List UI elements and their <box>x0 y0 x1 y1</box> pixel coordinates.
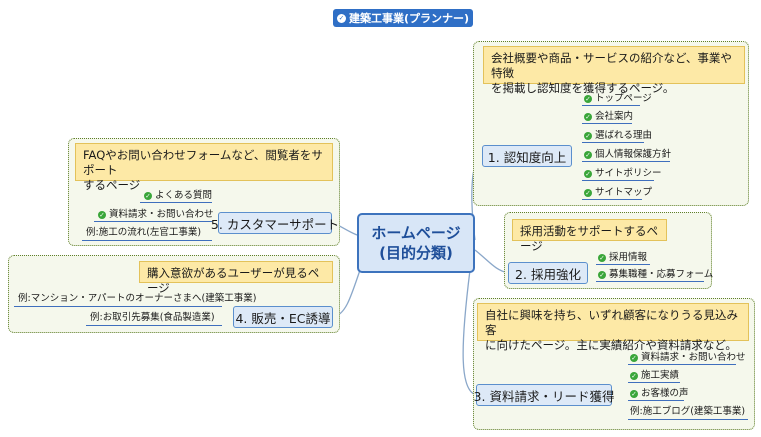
leaf-privacy[interactable]: ✓個人情報保護方針 <box>584 148 671 161</box>
leaf-underline <box>86 325 222 326</box>
note-sales-line1: 購入意欲があるユーザーが見るページ <box>147 266 320 295</box>
central-topic-line1: ホームページ <box>371 224 461 242</box>
note-awareness-line1: 会社概要や商品・サービスの紹介など、事業や特徴 <box>491 51 732 80</box>
leaf-label: 採用情報 <box>609 252 648 263</box>
map-title-text: 建築工事業(プランナー) <box>348 12 470 25</box>
check-circle-icon: ✓ <box>598 253 606 262</box>
leaf-underline <box>94 221 212 222</box>
note-leads-line2: に向けたページ。主に実績紹介や資料請求など。 <box>485 338 737 352</box>
central-topic-line2: (目的分類) <box>379 244 453 262</box>
leaf-label: 資料請求・お問い合わせ <box>109 209 214 220</box>
leaf-underline <box>596 264 650 265</box>
topic-leads-label: 3. 資料請求・リード獲得 <box>473 388 615 404</box>
leaf-label: 選ばれる理由 <box>595 130 653 141</box>
check-circle-icon: ✓ <box>144 191 152 200</box>
leaf-underline <box>582 180 654 181</box>
leaf-leads-example[interactable]: 例:施工ブログ(建築工事業) <box>630 405 745 418</box>
leaf-leads-inquiry[interactable]: ✓資料請求・お問い合わせ <box>630 351 746 364</box>
topic-sales-label: 4. 販売・EC誘導 <box>235 310 331 326</box>
leaf-label: 資料請求・お問い合わせ <box>641 352 746 363</box>
note-leads: 自社に興味を持ち、いずれ顧客になりうる見込み客 に向けたページ。主に実績紹介や資… <box>477 303 749 352</box>
check-circle-icon: ✓ <box>98 210 106 219</box>
topic-recruit[interactable]: 2. 採用強化 <box>508 262 588 284</box>
topic-recruit-label: 2. 採用強化 <box>515 266 581 282</box>
central-topic[interactable]: ホームページ (目的分類) <box>357 213 475 273</box>
note-leads-line1: 自社に興味を持ち、いずれ顧客になりうる見込み客 <box>485 308 738 337</box>
leaf-label: トップページ <box>595 93 652 104</box>
check-circle-icon: ✓ <box>630 389 638 398</box>
check-circle-icon: ✓ <box>584 131 592 140</box>
check-circle-icon: ✓ <box>584 94 592 103</box>
leaf-label: お客様の声 <box>641 388 689 399</box>
leaf-underline <box>596 281 704 282</box>
check-circle-icon: ✓ <box>598 270 606 279</box>
check-circle-icon: ✓ <box>584 188 592 197</box>
check-circle-icon: ✓ <box>630 353 638 362</box>
leaf-label: 個人情報保護方針 <box>595 149 672 160</box>
leaf-underline <box>628 364 736 365</box>
leaf-faq[interactable]: ✓よくある質問 <box>144 189 212 202</box>
note-awareness-line2: を掲載し認知度を獲得するページ。 <box>491 81 675 95</box>
leaf-label: 例:マンション・アパートのオーナーさまへ(建築工事業) <box>18 293 257 304</box>
leaf-label: 施工実績 <box>641 370 680 381</box>
check-circle-icon: ✓ <box>584 112 592 121</box>
leaf-top-page[interactable]: ✓トップページ <box>584 92 652 105</box>
leaf-label: サイトマップ <box>595 187 653 198</box>
leaf-label: 例:お取引先募集(食品製造業) <box>90 312 215 323</box>
leaf-underline <box>140 202 212 203</box>
leaf-underline <box>582 142 644 143</box>
check-circle-icon: ✓ <box>584 150 592 159</box>
leaf-underline <box>628 419 748 420</box>
connector-leads <box>462 269 477 396</box>
topic-leads[interactable]: 3. 資料請求・リード獲得 <box>473 384 615 406</box>
leaf-reasons[interactable]: ✓選ばれる理由 <box>584 129 652 142</box>
note-sales: 購入意欲があるユーザーが見るページ <box>139 261 333 295</box>
leaf-underline <box>582 123 632 124</box>
leaf-recruit-info[interactable]: ✓採用情報 <box>598 251 647 264</box>
leaf-voices[interactable]: ✓お客様の声 <box>630 387 689 400</box>
leaf-underline <box>582 161 670 162</box>
map-title-tag: ✓ 建築工事業(プランナー) <box>333 9 473 27</box>
leaf-support-example[interactable]: 例:施工の流れ(左官工事業) <box>86 226 201 239</box>
leaf-underline <box>582 105 640 106</box>
leaf-label: 例:施工の流れ(左官工事業) <box>86 227 202 238</box>
note-recruit-line1: 採用活動をサポートするページ <box>520 224 658 253</box>
note-recruit: 採用活動をサポートするページ <box>512 219 667 253</box>
leaf-works[interactable]: ✓施工実績 <box>630 369 679 382</box>
leaf-site-policy[interactable]: ✓サイトポリシー <box>584 167 662 180</box>
leaf-underline <box>14 306 222 307</box>
leaf-company[interactable]: ✓会社案内 <box>584 110 633 123</box>
topic-awareness[interactable]: 1. 認知度向上 <box>482 145 572 167</box>
leaf-underline <box>628 382 680 383</box>
note-support: FAQやお問い合わせフォームなど、閲覧者をサポート するページ <box>75 143 333 192</box>
leaf-sales-example-1[interactable]: 例:マンション・アパートのオーナーさまへ(建築工事業) <box>18 292 256 305</box>
check-circle-icon: ✓ <box>336 13 346 23</box>
topic-sales[interactable]: 4. 販売・EC誘導 <box>233 306 333 328</box>
leaf-label: 募集職種・応募フォーム <box>609 269 714 280</box>
check-circle-icon: ✓ <box>630 371 638 380</box>
leaf-sitemap[interactable]: ✓サイトマップ <box>584 186 652 199</box>
leaf-label: 例:施工ブログ(建築工事業) <box>630 406 746 417</box>
leaf-underline <box>82 240 212 241</box>
leaf-label: 会社案内 <box>595 111 634 122</box>
topic-support[interactable]: 5. カスタマーサポート <box>211 212 339 234</box>
leaf-label: サイトポリシー <box>595 168 662 179</box>
leaf-sales-example-2[interactable]: 例:お取引先募集(食品製造業) <box>90 311 215 324</box>
note-awareness: 会社概要や商品・サービスの紹介など、事業や特徴 を掲載し認知度を獲得するページ。 <box>483 46 745 95</box>
leaf-underline <box>582 199 642 200</box>
note-support-line2: するページ <box>83 178 141 192</box>
leaf-support-inquiry[interactable]: ✓資料請求・お問い合わせ <box>98 208 214 221</box>
leaf-job-form[interactable]: ✓募集職種・応募フォーム <box>598 268 713 281</box>
note-support-line1: FAQやお問い合わせフォームなど、閲覧者をサポート <box>83 148 323 177</box>
leaf-label: よくある質問 <box>155 190 213 201</box>
leaf-underline <box>628 400 684 401</box>
topic-awareness-label: 1. 認知度向上 <box>487 149 567 165</box>
check-circle-icon: ✓ <box>584 169 592 178</box>
topic-support-label: 5. カスタマーサポート <box>210 216 340 232</box>
